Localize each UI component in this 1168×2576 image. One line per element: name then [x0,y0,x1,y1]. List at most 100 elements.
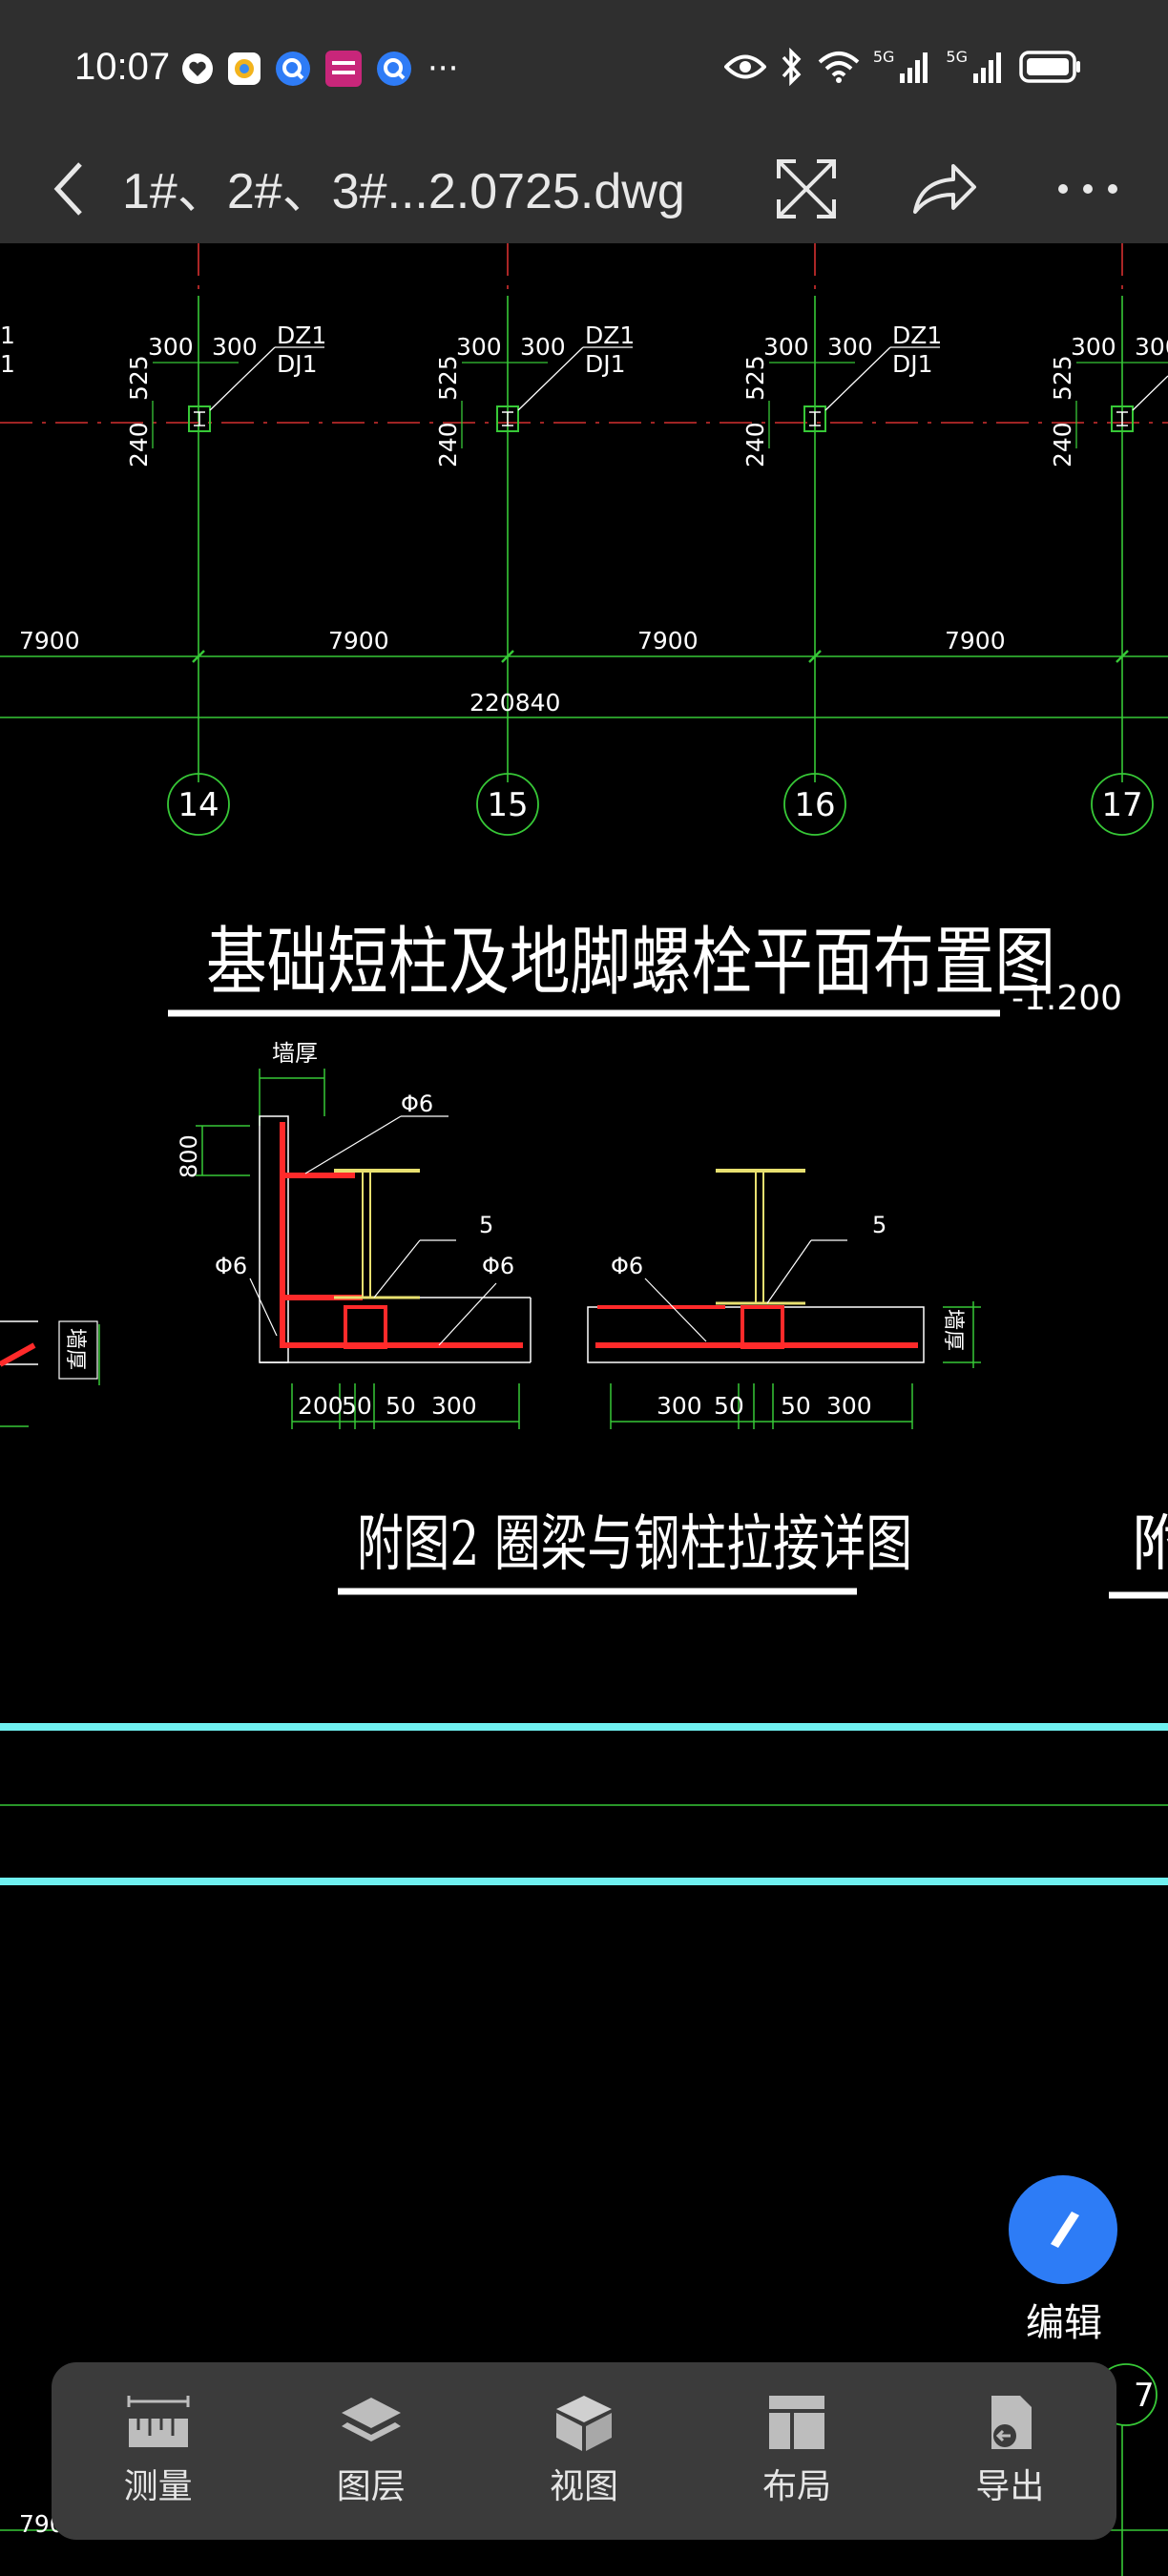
axis-label-14: 14 [177,786,219,824]
q-icon [377,52,411,86]
signal-icon [900,52,928,83]
eye-icon [723,54,766,79]
share-button[interactable] [902,134,988,243]
span-dim: 7900 [19,627,80,654]
elevation-label: -1.200 [1012,979,1122,1018]
bottom-toolbar: 测量 图层 视图 布局 导出 [52,2362,1116,2540]
dim-300-b: 300 [520,333,566,361]
column-14-detail [152,346,324,448]
measure-label: 测量 [123,2467,193,2506]
detail-left: 墙厚 800 Φ6 Φ6 [176,1040,532,1429]
weld-5-label: 5 [872,1212,886,1238]
span-dim: 7900 [637,627,699,654]
wall-thickness-label: 墙厚 [63,1328,87,1370]
dim-300-b: 300 [827,333,873,361]
axis-bubbles: 14 15 16 17 [167,773,1154,836]
back-button[interactable] [38,134,99,243]
dim-240: 240 [741,422,769,467]
view-button[interactable]: 视图 [498,2394,670,2508]
dim-240: 240 [434,422,462,467]
detail-right: 5 Φ6 墙厚 300 50 50 300 [587,1169,981,1429]
left-edge-label: 1 [0,322,15,349]
right-edge-title: 附 [1132,1509,1168,1580]
signal-5g-label-2: 5G [946,48,968,66]
dim-525: 525 [741,355,769,401]
expand-icon [777,158,836,218]
fullscreen-button[interactable] [763,134,849,243]
file-title: 1#、2#、3#...2.0725.dwg [122,164,685,219]
dim-300-a: 300 [148,333,194,361]
detail-dim: 50 [781,1392,811,1420]
dim-240: 240 [125,422,153,467]
status-time: 10:07 [74,46,171,88]
detail-dim: 200 [298,1392,344,1420]
layout-label: 布局 [762,2467,832,2506]
share-icon [913,163,976,214]
drawing-canvas[interactable]: 300 300 DZ1 DJ1 525 240 300 300 DZ1 DJ1 … [0,243,1168,2576]
edit-label: 编辑 [1026,2301,1102,2345]
detail-dim: 300 [826,1392,872,1420]
more-icon [1058,183,1117,194]
dim-300-a: 300 [763,333,809,361]
span-dim: 7900 [328,627,389,654]
app-bar: 1#、2#、3#...2.0725.dwg [0,134,1168,243]
cube-icon [555,2396,612,2451]
dim-525: 525 [434,355,462,401]
export-button[interactable]: 导出 [924,2394,1095,2508]
dz1-label: DZ1 [585,322,635,349]
axis-label-partial: 7 [1134,2377,1155,2415]
news-app-icon [325,51,362,87]
edit-button[interactable] [1009,2175,1117,2284]
layers-button[interactable]: 图层 [285,2394,457,2508]
signal-5g-label: 5G [872,48,895,66]
dj1-label: DJ1 [892,350,933,378]
detail-dim: 50 [386,1392,416,1420]
phi6-label: Φ6 [611,1253,643,1279]
dz1-label: DZ1 [892,322,942,349]
dim-300-a: 300 [1071,333,1116,361]
notification-icons: ··· [181,50,458,88]
cad-drawing[interactable]: 300 300 DZ1 DJ1 525 240 300 300 DZ1 DJ1 … [0,243,1168,2576]
q-icon [276,52,310,86]
left-edge-label: 1 [0,350,15,378]
axis-label-15: 15 [487,786,528,824]
wall-thickness-label: 墙厚 [941,1309,965,1351]
layout-button[interactable]: 布局 [711,2394,883,2508]
battery-icon [1019,51,1080,83]
span-dim: 7900 [945,627,1006,654]
dj1-label: DJ1 [585,350,626,378]
back-chevron-icon [53,161,82,216]
ruler-icon [127,2396,190,2447]
dim-300-b: 300 [212,333,258,361]
bluetooth-icon [782,48,802,86]
dz1-label: DZ1 [277,322,326,349]
dj1-label: DJ1 [277,350,318,378]
wall-thickness-label: 墙厚 [272,1040,318,1067]
column-16-detail [768,346,940,448]
view-label: 视图 [549,2467,618,2506]
axis-label-17: 17 [1101,786,1142,824]
heart-icon [182,53,213,84]
detail-dim: 300 [657,1392,702,1420]
signal-icon [973,52,1001,83]
weld-5-label: 5 [479,1212,493,1238]
column-15-detail [461,346,633,448]
more-button[interactable] [1045,134,1131,243]
measure-button[interactable]: 测量 [73,2394,244,2508]
status-bar: 10:07 ··· 5G 5G [0,0,1168,134]
pencil-icon [1051,2212,1079,2248]
layers-label: 图层 [336,2467,406,2506]
dim-800: 800 [176,1134,202,1178]
dim-300-a: 300 [456,333,502,361]
axis-label-16: 16 [794,786,835,824]
detail-dim: 50 [714,1392,744,1420]
app-icon [228,52,261,85]
detail-dim: 300 [431,1392,477,1420]
wifi-icon [818,52,860,83]
dim-300-b: 300 [1135,333,1168,361]
dim-240: 240 [1049,422,1076,467]
dim-525: 525 [1049,355,1076,401]
phi6-label: Φ6 [215,1253,247,1279]
total-dim: 220840 [469,689,560,717]
export-label: 导出 [975,2467,1045,2506]
